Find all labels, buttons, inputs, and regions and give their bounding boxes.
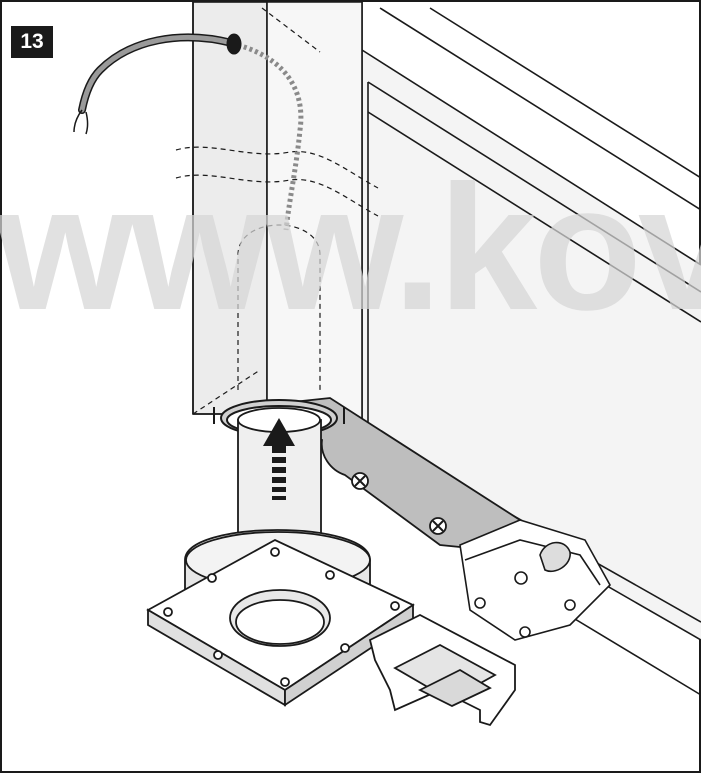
step-number-badge: 13 (11, 26, 53, 58)
screw-icon (354, 475, 366, 487)
arrow-up-icon (263, 418, 295, 500)
gate-post (192, 1, 363, 447)
hidden-lines (175, 7, 379, 415)
motor-housing (459, 519, 611, 641)
mounting-plate (146, 538, 415, 707)
cable-icon (73, 33, 242, 135)
foot-bracket (368, 613, 516, 727)
cable-route (237, 42, 304, 231)
